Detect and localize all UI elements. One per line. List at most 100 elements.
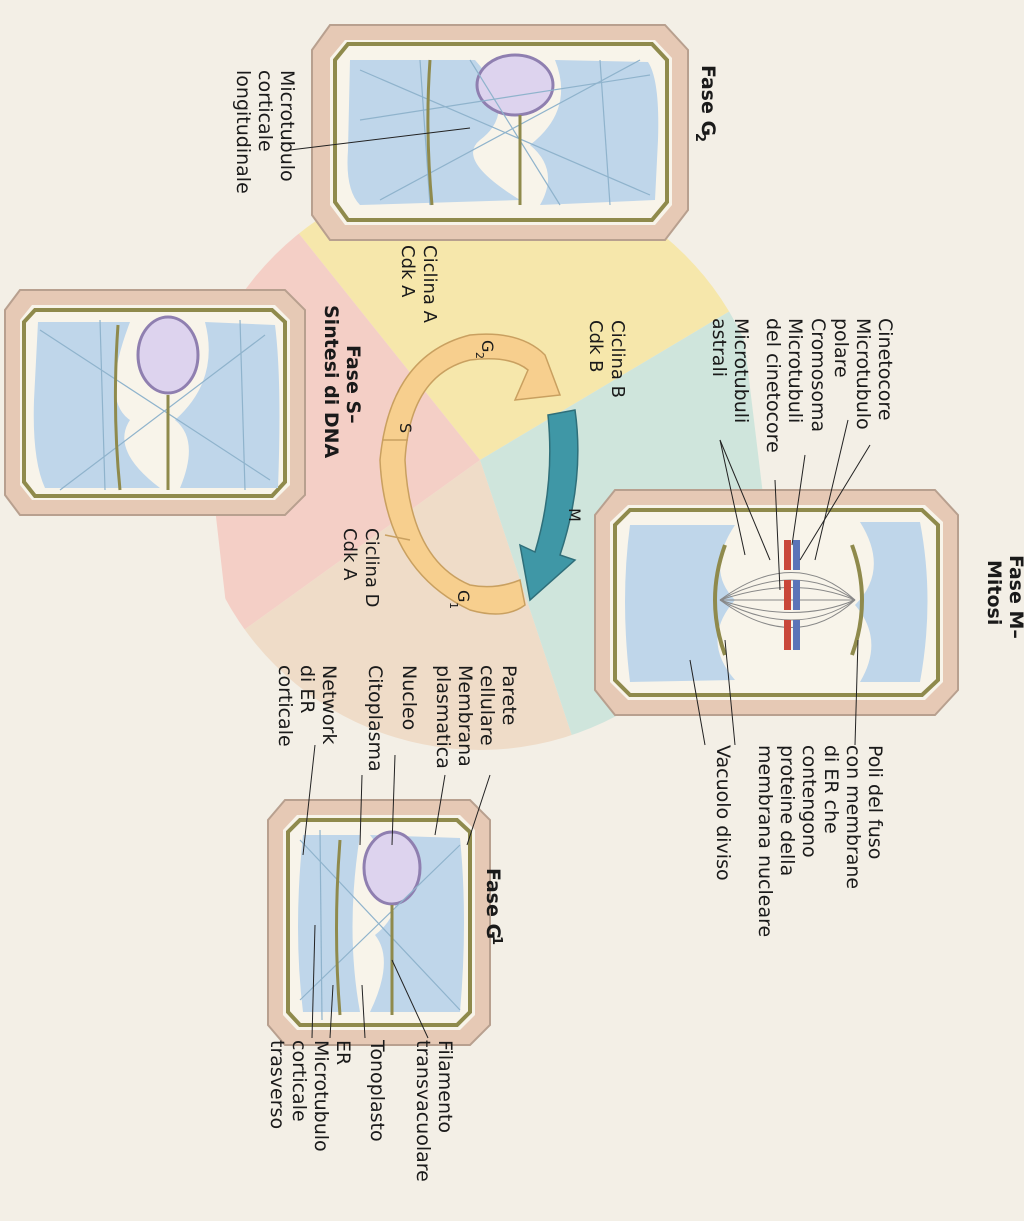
label-microtubulo-t: Microtubulo — [310, 1040, 332, 1152]
label-plasmatica: plasmatica — [432, 665, 454, 769]
chromosome-blue — [793, 580, 800, 610]
label-longitudinale: longitudinale — [232, 70, 254, 194]
g1-top-labels: Parete cellulare Membrana plasmatica Nuc… — [274, 665, 520, 856]
chromosomes — [784, 540, 800, 650]
er-strand — [113, 324, 170, 491]
m-title: Fase M– — [1005, 555, 1024, 639]
arc-g2-s-g1 — [379, 333, 562, 615]
cyclin-a-line2: Cdk A — [397, 245, 418, 298]
divider-s-g1 — [384, 534, 411, 541]
vacuole-lower — [855, 522, 928, 682]
label-er: ER — [332, 1040, 354, 1065]
label-trasverso: trasverso — [266, 1040, 288, 1129]
cell-g1 — [267, 799, 491, 1046]
chromosome-blue — [793, 620, 800, 650]
g2-microtubule-label: Microtubulo corticale longitudinale — [232, 70, 471, 194]
g1-title: Fase G — [482, 868, 504, 939]
label-vacuolo-diviso: Vacuolo diviso — [712, 745, 734, 881]
label-transvacuolare: transvacuolare — [412, 1040, 434, 1182]
s-title: Fase S– — [342, 345, 364, 424]
label-corticale: corticale — [254, 70, 276, 152]
label-nucleo: Nucleo — [398, 665, 420, 730]
cycle-g2: G — [478, 340, 497, 352]
chromosome-red — [784, 540, 791, 570]
label-cellulare: cellulare — [476, 665, 498, 746]
label-membrana: Membrana — [454, 665, 476, 767]
label-mt-cinetocore-1: Microtubuli — [784, 318, 806, 423]
label-cinetocore: Cinetocore — [874, 318, 896, 421]
label-er-corticale: corticale — [274, 665, 296, 747]
g2-title: Fase G — [697, 65, 719, 136]
leader-lines — [689, 639, 859, 746]
nucleus — [136, 315, 200, 395]
label-microtubulo: Microtubulo — [276, 70, 298, 182]
label-mt-cinetocore-2: del cinetocore — [762, 318, 784, 453]
cyclin-b-line1: Ciclina B — [607, 320, 628, 398]
spindle-pole-er-right — [850, 544, 864, 656]
vacuole-left — [298, 835, 360, 1012]
cyclin-a-line1: Ciclina A — [419, 245, 440, 324]
label-parete: Parete — [498, 665, 520, 725]
label-di-er: di ER — [296, 665, 318, 714]
g2-phase-title: Fase G — [697, 65, 719, 136]
g1-bottom-labels: Filamento transvacuolare Tonoplasto ER M… — [266, 924, 456, 1182]
vacuole-right — [530, 60, 659, 205]
cycle-g1: G — [454, 590, 473, 602]
label-poli-fuso-3: di ER che — [820, 745, 842, 834]
cyclin-d-line1: Ciclina D — [361, 528, 382, 608]
er-strand — [426, 59, 522, 206]
s-title-2: Sintesi di DNA — [320, 305, 342, 459]
label-mt-astrali-2: astrali — [708, 318, 730, 377]
cyclin-a-label: Ciclina A Cdk A — [397, 245, 440, 324]
leader-lines — [302, 744, 491, 856]
cell-s — [4, 289, 306, 516]
label-poli-fuso-5: proteine della — [776, 745, 798, 876]
plasma-membrane — [613, 508, 940, 697]
cyclin-b-line2: Cdk B — [585, 320, 606, 373]
cyclin-d-label: Ciclina D Cdk A — [339, 528, 382, 608]
label-filamento: Filamento — [434, 1040, 456, 1133]
microtubules — [39, 319, 271, 491]
label-poli-fuso-1: Poli del fuso — [864, 745, 886, 859]
nucleus — [475, 53, 555, 117]
leader-lines — [719, 419, 871, 591]
cell-g2 — [311, 24, 689, 241]
spindle-pole-er-left — [713, 544, 727, 656]
vacuole-right — [175, 322, 280, 488]
mitosis-top-labels: Cinetocore Microtubulo polare Cromosoma … — [708, 318, 896, 591]
cycle-g1-sub: 1 — [447, 602, 460, 609]
label-citoplasma: Citoplasma — [364, 665, 386, 772]
transverse-microtubules — [299, 829, 461, 1021]
label-poli-fuso-4: contengono — [798, 745, 820, 858]
chromosome-red — [784, 580, 791, 610]
vacuole-upper — [625, 525, 735, 682]
label-cromosoma: Cromosoma — [807, 318, 829, 432]
cell-m — [594, 489, 959, 716]
plasma-membrane — [286, 818, 472, 1027]
cell-cycle-ring: G 2 S M G 1 — [379, 333, 584, 615]
cycle-s: S — [396, 423, 415, 433]
label-mt-astrali-1: Microtubuli — [730, 318, 752, 423]
m-title-2: Mitosi — [983, 560, 1005, 625]
mitosis-bottom-labels: Poli del fuso con membrane di ER che con… — [689, 639, 886, 937]
label-microtubulo-polare-1: Microtubulo — [852, 318, 874, 430]
cyclin-d-line2: Cdk A — [339, 528, 360, 581]
g1-title-sub: 1 — [489, 936, 504, 945]
cycle-g2-sub: 2 — [473, 352, 486, 359]
label-poli-fuso-2: con membrane — [842, 745, 864, 889]
plasma-membrane — [333, 42, 669, 222]
g2-title-sub: 2 — [692, 133, 707, 142]
label-network: Network — [318, 665, 340, 744]
cycle-m: M — [565, 508, 584, 522]
label-poli-fuso-6: membrana nucleare — [754, 745, 776, 937]
label-tonoplasto: Tonoplasto — [366, 1039, 388, 1142]
leader-lines — [311, 924, 429, 1039]
chromosome-red — [784, 620, 791, 650]
chromosome-blue — [793, 540, 800, 570]
arc-mitosis — [519, 409, 579, 602]
cyclin-b-label: Ciclina B Cdk B — [585, 320, 628, 398]
vacuole-left — [33, 322, 160, 488]
longitudinal-microtubules — [359, 59, 651, 206]
